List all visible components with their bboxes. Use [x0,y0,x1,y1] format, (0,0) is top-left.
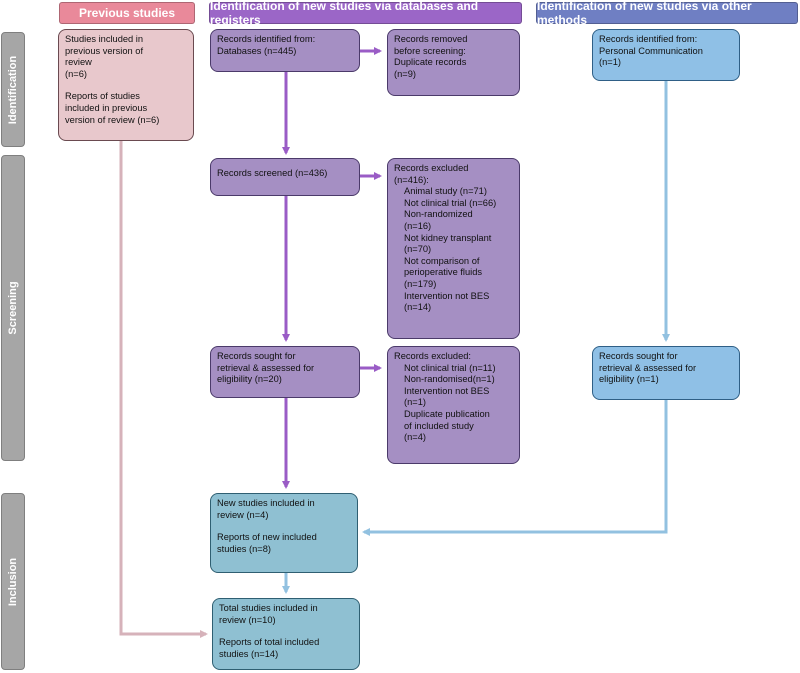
excluded-reason: Not comparison of perioperative fluids (… [404,255,483,289]
header-databases: Identification of new studies via databa… [209,0,522,27]
total-studies-box: Total studies included in review (n=10) … [212,598,360,670]
excluded-reason: Not clinical trial (n=66) [404,197,497,208]
new-reports-text: Reports of new included studies (n=8) [217,532,317,554]
stage-inclusion: Inclusion [1,493,25,670]
header-previous-label: Previous studies [78,6,176,20]
excluded-reason: Intervention not BES (n=14) [404,290,490,313]
records-identified-box: Records identified from: Databases (n=44… [210,29,360,72]
new-studies-box: New studies included in review (n=4) Rep… [210,493,358,573]
records-excluded-title: Records excluded (n=416): [394,163,469,185]
stage-screening: Screening [1,155,25,461]
other-sought-text: Records sought for retrieval & assessed … [599,351,697,385]
excluded2-reason: Not clinical trial (n=11) [404,362,496,373]
records-removed-title: Records removed before screening: [394,34,468,56]
other-sought-box: Records sought for retrieval & assessed … [592,346,740,400]
records-sought-text: Records sought for retrieval & assessed … [217,351,315,385]
other-identified-box: Records identified from: Personal Commun… [592,29,740,81]
header-other-label: Identification of new studies via other … [537,0,752,27]
excluded2-reason: Duplicate publication of included study … [404,408,490,443]
records-removed-box: Records removed before screening: Duplic… [387,29,520,96]
records-excluded-box: Records excluded (n=416): Animal study (… [387,158,520,339]
header-previous-studies: Previous studies [59,2,195,24]
records-screened-box: Records screened (n=436) [210,158,360,196]
excluded-reason: Non-randomized (n=16) [404,209,473,231]
records-excluded2-box: Records excluded: Not clinical trial (n=… [387,346,520,464]
new-studies-text: New studies included in review (n=4) [217,498,315,520]
arrow-previous-to-total [119,141,208,638]
excluded-reason: Animal study (n=71) [404,186,487,197]
arrow-other-sought-to-new-studies [362,400,668,536]
records-excluded2-title: Records excluded: [394,351,471,361]
previous-reports-text: Reports of studies included in previous … [65,91,160,125]
records-removed-detail: Duplicate records (n=9) [394,57,467,79]
excluded-reason: Not kidney transplant (n=70) [404,232,492,255]
header-databases-label: Identification of new studies via databa… [210,0,479,27]
total-studies-text: Total studies included in review (n=10) [219,603,318,625]
records-screened-text: Records screened (n=436) [217,168,328,178]
stage-identification: Identification [1,32,25,147]
header-other-methods: Identification of new studies via other … [536,0,798,27]
records-identified-text: Records identified from: Databases (n=44… [217,34,316,56]
excluded2-reason: Non-randomised(n=1) [404,374,495,385]
excluded2-reason: Intervention not BES (n=1) [404,385,490,408]
previous-studies-text: Studies included in previous version of … [65,34,144,79]
previous-studies-box: Studies included in previous version of … [58,29,194,141]
records-sought-box: Records sought for retrieval & assessed … [210,346,360,398]
other-identified-text: Records identified from: Personal Commun… [599,34,703,68]
total-reports-text: Reports of total included studies (n=14) [219,637,320,659]
